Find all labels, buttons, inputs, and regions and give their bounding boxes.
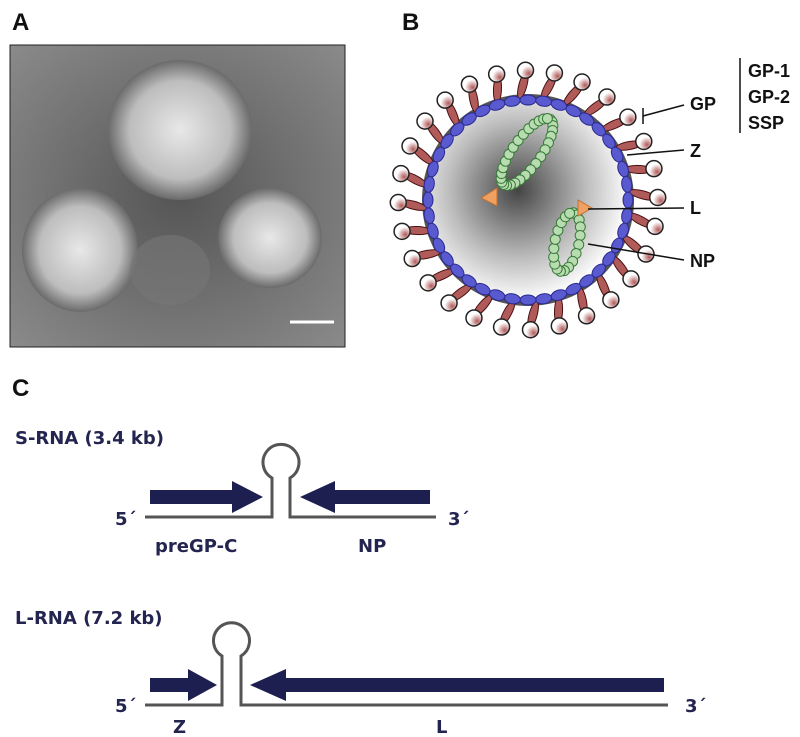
panel-a-label: A	[12, 9, 29, 36]
z-protein	[621, 175, 633, 193]
glycoprotein-knob	[492, 318, 511, 336]
electron-micrograph	[9, 44, 346, 348]
l-rna-title: L-RNA (7.2 kb)	[15, 608, 163, 629]
glycoprotein-knob	[393, 222, 411, 241]
virion-schematic	[389, 61, 667, 339]
glycoprotein-knob	[419, 274, 437, 292]
z-protein	[519, 94, 537, 106]
glycoprotein-knob	[487, 65, 506, 83]
l-rna-3prime: 3´	[685, 696, 707, 717]
glycoprotein-knob	[401, 137, 419, 155]
glycoprotein-knob	[521, 320, 540, 339]
glycoprotein-knob	[648, 188, 667, 207]
label-ssp: SSP	[748, 113, 784, 133]
glycoprotein-knob	[392, 164, 410, 183]
z-protein	[519, 294, 537, 306]
glycoprotein-knob	[598, 88, 616, 106]
arrow-pregp-c	[150, 481, 263, 513]
panel-c-label: C	[12, 375, 29, 402]
z-protein	[622, 191, 634, 209]
z-protein	[422, 191, 434, 209]
glycoprotein-knob	[403, 249, 421, 268]
panel-b-label: B	[402, 9, 419, 36]
glycoprotein-knob	[516, 61, 535, 80]
l-rna-5prime: 5´	[115, 696, 137, 717]
glycoprotein-knob	[635, 132, 653, 151]
glycoprotein-knob	[440, 294, 458, 312]
arrow-z	[150, 669, 217, 701]
glycoprotein-knob	[573, 73, 591, 91]
glycoprotein-knob	[645, 159, 663, 178]
label-gp: GP	[690, 94, 716, 114]
s-rna-5prime: 5´	[115, 509, 137, 530]
gene-np: NP	[358, 536, 386, 557]
s-rna-strand	[145, 442, 436, 519]
label-gp-1: GP-1	[748, 61, 790, 81]
glycoprotein-knob	[545, 64, 564, 82]
s-rna-diagram: S-RNA (3.4 kb) 5´ 3´ preGP-C NP	[15, 428, 470, 557]
glycoprotein-knob	[465, 309, 483, 327]
glycoprotein-knob	[602, 291, 620, 309]
nucleoprotein	[541, 112, 553, 124]
label-gp-2: GP-2	[748, 87, 790, 107]
label-z: Z	[690, 141, 701, 161]
s-rna-3prime: 3´	[448, 509, 470, 530]
glycoprotein-knob	[619, 108, 637, 126]
glycoprotein-knob	[389, 193, 408, 212]
virion	[218, 188, 322, 288]
label-l: L	[690, 198, 701, 218]
arrow-np	[300, 481, 430, 513]
l-protein	[479, 187, 498, 207]
virion	[22, 188, 138, 312]
l-protein	[577, 199, 594, 217]
gene-z: Z	[173, 717, 186, 737]
l-rna-diagram: L-RNA (7.2 kb) 5´ 3´ Z L	[15, 608, 707, 737]
s-rna-title: S-RNA (3.4 kb)	[15, 428, 164, 449]
glycoprotein-knob	[436, 91, 454, 109]
nucleoprotein	[564, 207, 576, 219]
glycoprotein-knob	[646, 217, 664, 236]
arrow-l	[250, 669, 664, 701]
l-rna-strand	[145, 621, 668, 707]
glycoprotein-knob	[622, 270, 640, 288]
label-np: NP	[690, 251, 715, 271]
nucleoprotein	[548, 243, 560, 255]
glycoprotein-knob	[550, 317, 569, 335]
glycoprotein-knob	[460, 75, 479, 93]
glycoprotein-knob	[416, 112, 434, 130]
nucleoprotein	[574, 229, 586, 241]
virion-labels: GP GP-1 GP-2 SSP Z L NP	[587, 58, 790, 271]
gene-l: L	[436, 717, 447, 737]
glycoprotein-knob	[577, 307, 596, 325]
virion	[108, 60, 252, 200]
gene-pregp-c: preGP-C	[155, 536, 237, 557]
